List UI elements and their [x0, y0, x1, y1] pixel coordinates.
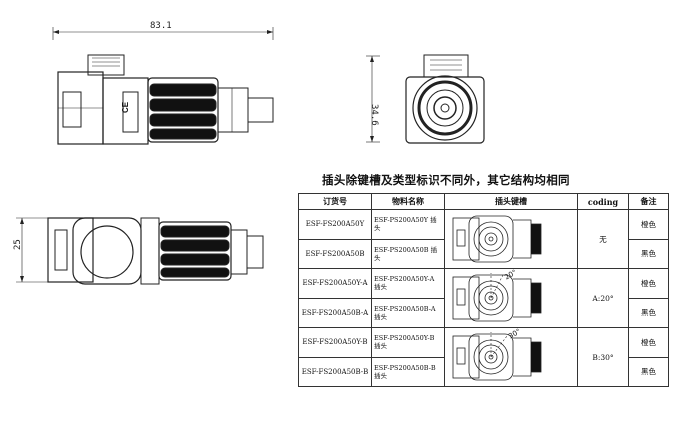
header-keyway: 插头键槽 [444, 193, 578, 210]
header-remark: 备注 [628, 193, 669, 210]
header-material: 物料名称 [371, 193, 445, 210]
header-part-no: 订货号 [298, 193, 372, 210]
material-cell: ESF-PS200A50Y-B 插头 [371, 327, 445, 358]
keyway-diagram [452, 215, 542, 263]
material-cell: ESF-PS200A50B-A 插头 [371, 297, 445, 328]
part-no-cell: ESF-FS200A50B-A [298, 297, 372, 328]
material-cell: ESF-PS200A50Y 插头 [371, 209, 445, 240]
keyway-angle-a: 20° [503, 269, 518, 281]
remark-cell: 橙色 [628, 327, 669, 358]
keyway-diagram-cell: 20° [444, 268, 578, 328]
keyway-diagram-a: 20° [452, 269, 542, 322]
keyway-diagram-cell [444, 209, 578, 269]
keyway-diagram-cell: 30° [444, 327, 578, 387]
table-row: ESF-FS200A50B-A ESF-PS200A50B-A 插头 黑色 [298, 297, 669, 328]
table-row: ESF-FS200A50Y-B ESF-PS200A50Y-B 插头 30° B… [298, 327, 669, 387]
keyway-angle-b: 30° [507, 328, 522, 340]
material-cell: ESF-PS200A50Y-A 插头 [371, 268, 445, 299]
remark-cell: 橙色 [628, 268, 669, 299]
coding-cell: 无 [577, 209, 629, 269]
remark-cell: 黑色 [628, 356, 669, 387]
table-row: ESF-FS200A50Y ESF-PS200A50Y 插头 无 橙色 [298, 209, 669, 269]
spec-table: 订货号 物料名称 插头键槽 coding 备注 ESF-FS200A50Y ES… [298, 193, 669, 387]
front-view [366, 54, 485, 144]
table-row: ESF-FS200A50B-B ESF-PS200A50B-B 插头 黑色 [298, 356, 669, 387]
height-dimension: 34.6 [369, 104, 379, 126]
header-coding: coding [577, 193, 629, 210]
remark-cell: 黑色 [628, 297, 669, 328]
side-view [52, 27, 274, 145]
width-dimension: 25 [13, 239, 23, 250]
remark-cell: 橙色 [628, 209, 669, 240]
part-no-cell: ESF-FS200A50B-B [298, 356, 372, 387]
table-row: ESF-FS200A50Y-A ESF-PS200A50Y-A 插头 20° A… [298, 268, 669, 328]
coding-cell: A:20° [577, 268, 629, 328]
part-no-cell: ESF-FS200A50Y-B [298, 327, 372, 358]
part-no-cell: ESF-FS200A50B [298, 238, 372, 269]
top-view [16, 217, 264, 285]
ce-mark: CE [121, 101, 130, 113]
material-cell: ESF-PS200A50B-B 插头 [371, 356, 445, 387]
remark-cell: 黑色 [628, 238, 669, 269]
table-row: ESF-FS200A50B ESF-PS200A50B 插头 黑色 [298, 238, 669, 269]
keyway-diagram-b: 30° [452, 328, 542, 381]
coding-cell: B:30° [577, 327, 629, 387]
length-dimension: 83.1 [150, 21, 172, 31]
material-cell: ESF-PS200A50B 插头 [371, 238, 445, 269]
part-no-cell: ESF-FS200A50Y-A [298, 268, 372, 299]
part-no-cell: ESF-FS200A50Y [298, 209, 372, 240]
table-caption: 插头除键槽及类型标识不同外，其它结构均相同 [322, 173, 570, 187]
table-header-row: 订货号 物料名称 插头键槽 coding 备注 [298, 193, 669, 210]
